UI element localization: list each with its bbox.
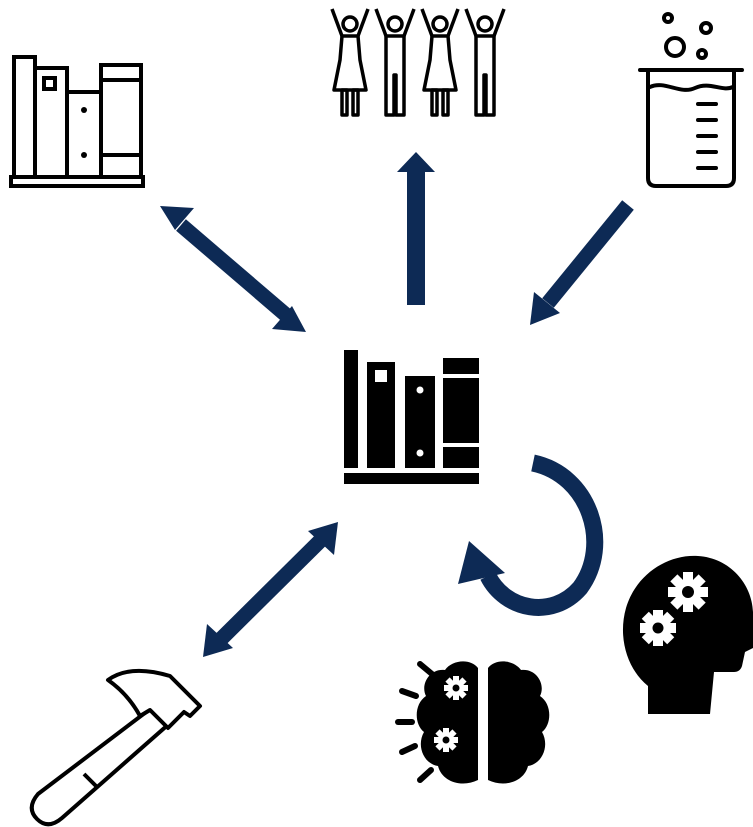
person-4 (464, 8, 506, 117)
person-3 (420, 8, 460, 117)
brain-gears-icon (395, 661, 550, 784)
head-gear-small (640, 610, 676, 646)
arrow-top-right-center (530, 200, 634, 325)
hammer-icon (29, 668, 202, 827)
books-solid-icon (344, 350, 479, 484)
brain-gear-2 (434, 728, 458, 752)
person-2 (374, 8, 416, 117)
arrow-center-loop (458, 454, 604, 616)
arrow-center-top (397, 152, 435, 305)
beaker-icon (638, 12, 744, 188)
brain-gear-1 (444, 676, 468, 700)
head-gears-icon (622, 555, 753, 714)
people-group-icon (330, 8, 506, 117)
arrow-center-bottom-left (203, 522, 338, 657)
person-1 (330, 8, 370, 117)
arrows (160, 152, 634, 657)
books-outline-icon (9, 55, 145, 188)
arrow-center-top-left (160, 206, 306, 332)
head-gear-large (668, 572, 708, 612)
